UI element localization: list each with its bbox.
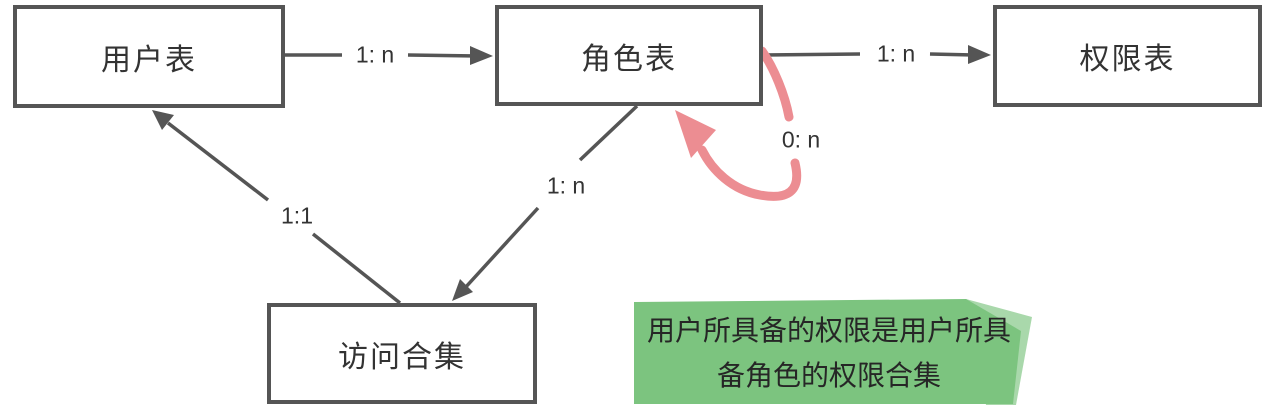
edge-label-user-to-role: 1: n xyxy=(353,41,397,69)
node-role-table: 角色表 xyxy=(495,5,763,106)
note-text-line1: 用户所具备的权限是用户所具 xyxy=(646,314,1011,346)
node-user-table-label: 用户表 xyxy=(101,43,197,77)
node-permission-table: 权限表 xyxy=(993,5,1262,107)
note-body xyxy=(634,299,1021,404)
edge-label-role-to-access: 1: n xyxy=(546,172,586,199)
edge-access-to-user xyxy=(152,110,402,305)
edge-line xyxy=(578,104,639,162)
node-access-collection: 访问合集 xyxy=(267,303,537,404)
note-text-line2: 备角色的权限合集 xyxy=(716,359,941,391)
arrowhead-icon xyxy=(452,279,473,301)
edge-label-role-to-permission: 1: n xyxy=(874,40,918,68)
self-loop-segment xyxy=(757,46,794,122)
edge-line xyxy=(462,206,540,291)
edge-line xyxy=(166,121,270,202)
edge-role-to-permission xyxy=(762,45,991,64)
self-loop-segment xyxy=(697,145,802,201)
edge-line xyxy=(762,52,861,57)
edge-role-to-access xyxy=(452,104,639,301)
node-user-table: 用户表 xyxy=(13,5,285,108)
edge-role-self-loop xyxy=(675,46,802,201)
edge-user-to-role xyxy=(285,46,493,65)
arrowhead-icon xyxy=(470,46,493,65)
edge-line xyxy=(929,52,975,57)
node-permission-table-label: 权限表 xyxy=(1079,43,1176,76)
note-shape xyxy=(634,299,1032,405)
node-role-table-label: 角色表 xyxy=(581,42,677,76)
self-loop-arrowhead-icon xyxy=(675,110,716,158)
node-access-collection-label: 访问合集 xyxy=(338,340,466,374)
edge-label-access-to-user: 1:1 xyxy=(281,202,313,229)
edge-line xyxy=(311,232,402,305)
arrowhead-icon xyxy=(152,110,174,130)
note: 用户所具备的权限是用户所具 备角色的权限合集 xyxy=(633,300,1025,405)
edge-line xyxy=(407,53,479,58)
arrowhead-icon xyxy=(968,45,991,64)
edge-label-role-self-loop: 0: n xyxy=(781,126,821,153)
